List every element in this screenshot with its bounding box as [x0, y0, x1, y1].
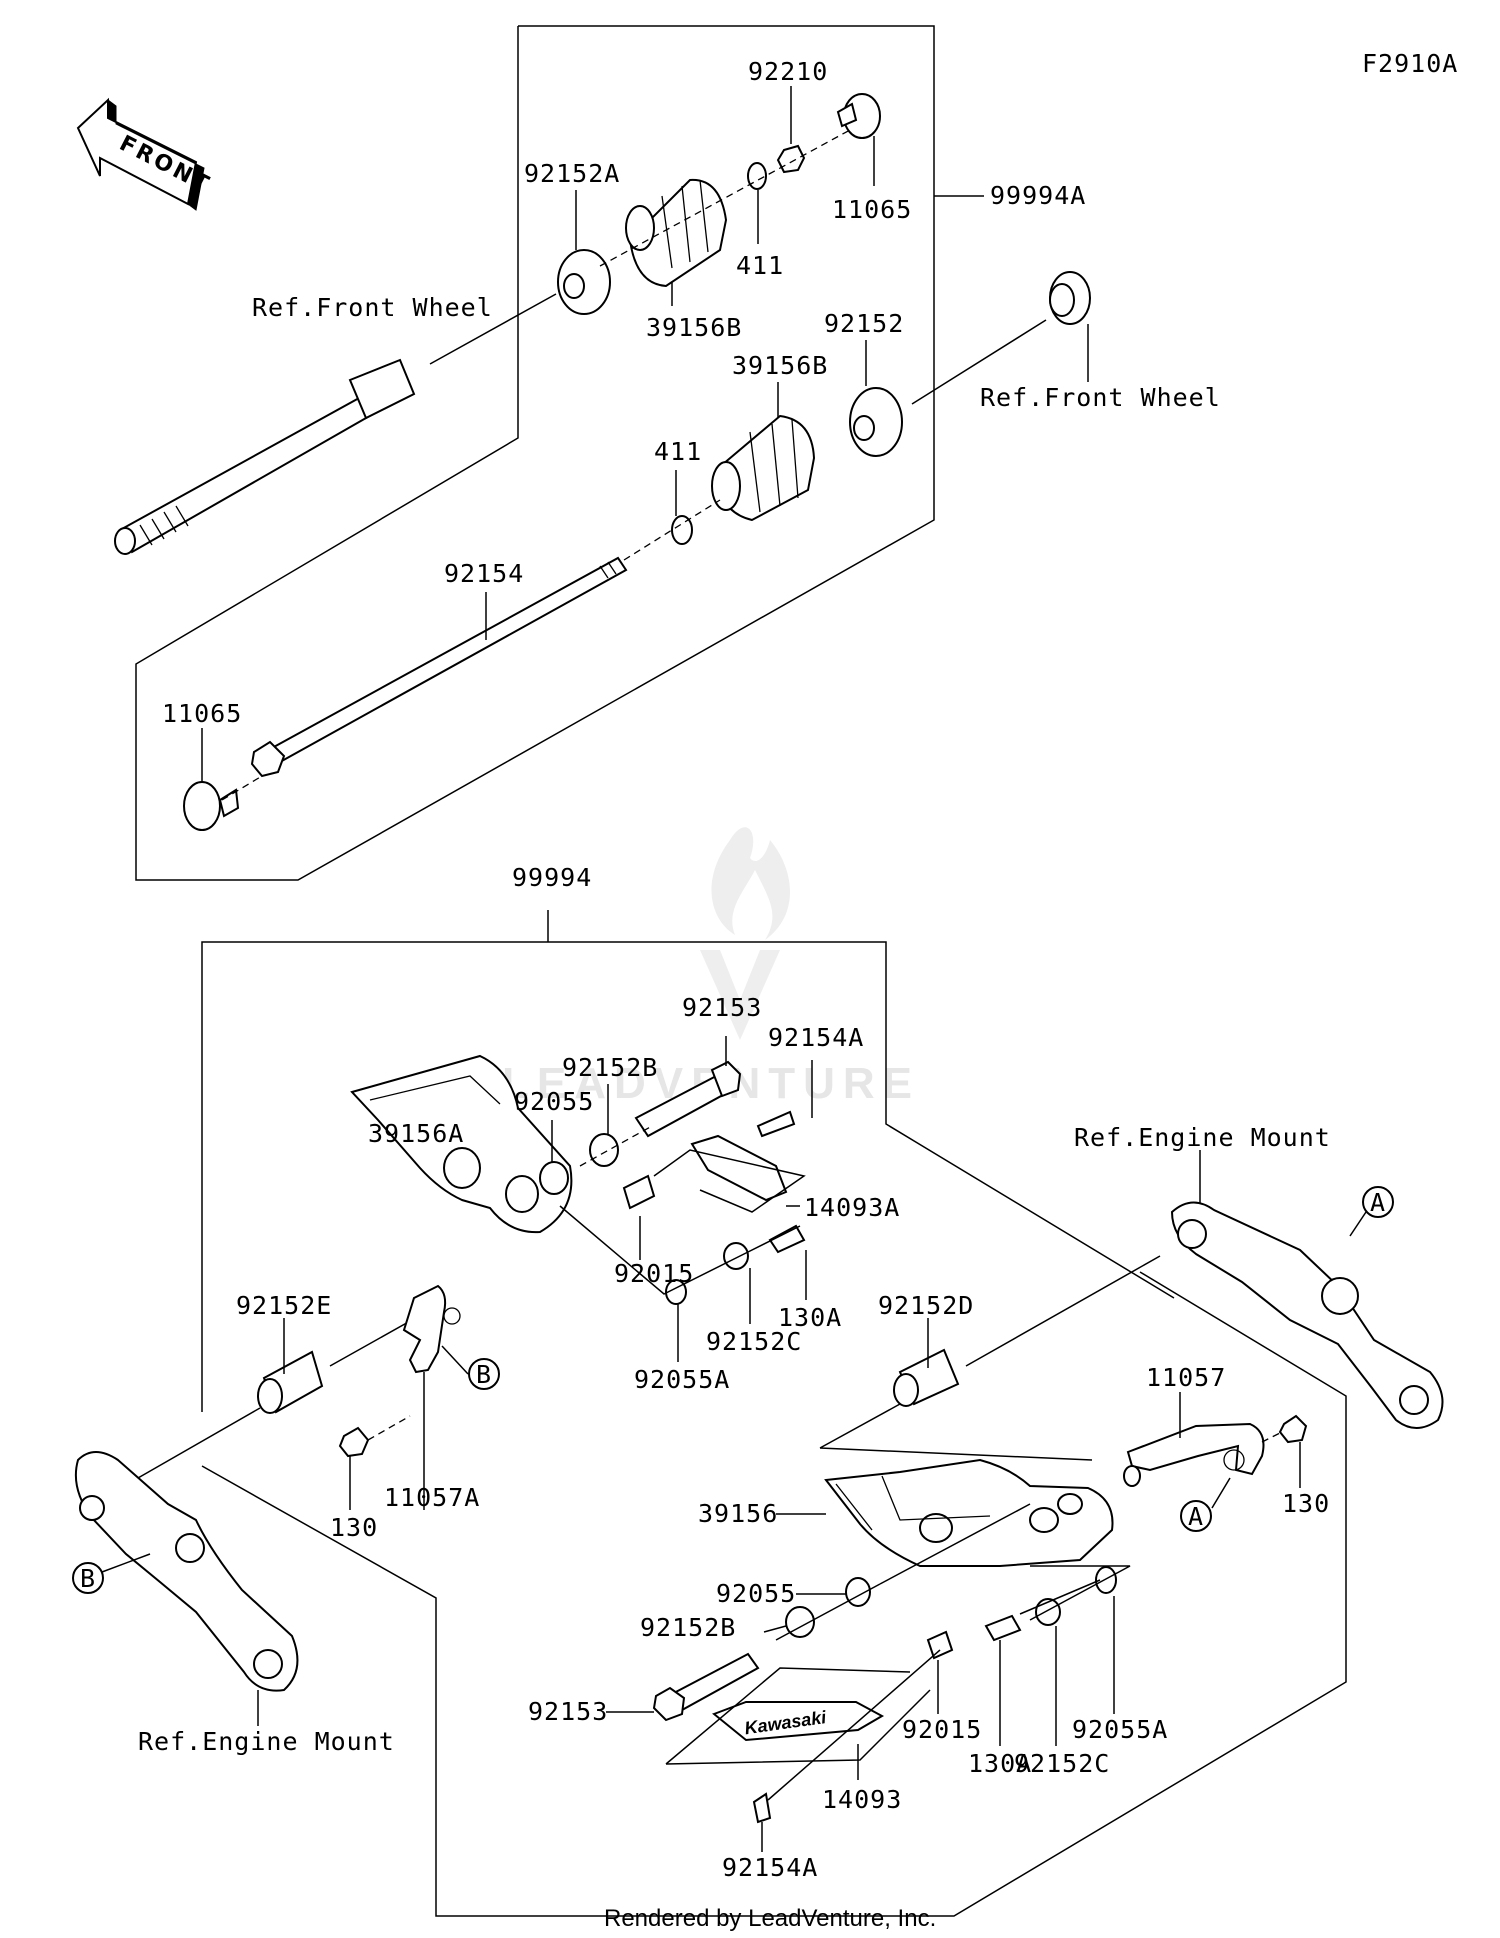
spacer-92152b-bottom: [785, 1606, 815, 1638]
bolt-130-left: [338, 1426, 370, 1458]
engine-mount-right: [1170, 1201, 1444, 1429]
slider-39156b-mid: [711, 414, 816, 522]
front-axle: [114, 293, 557, 555]
callout-92154a-bottom: 92154A: [722, 1853, 818, 1882]
collar-92015-bottom: [926, 1630, 954, 1660]
spacer-92152e: [257, 1350, 324, 1414]
callout-11065-left: 11065: [162, 699, 242, 728]
spacer-92152: [849, 387, 903, 457]
callout-92152e: 92152E: [236, 1291, 332, 1320]
boundary-99994a: [135, 25, 935, 881]
callout-11057: 11057: [1146, 1363, 1226, 1392]
spacer-92152b-top: [589, 1133, 619, 1167]
marker-b-top: B: [441, 1345, 500, 1390]
footer-credit: Rendered by LeadVenture, Inc.: [604, 1905, 936, 1932]
callout-130a-bottom: 130A: [968, 1749, 1032, 1778]
callout-39156b-mid: 39156B: [732, 351, 828, 380]
cap-11065-top: [836, 93, 881, 139]
engine-mount-left: [74, 1451, 299, 1692]
callout-130-right: 130: [1282, 1489, 1330, 1518]
plate-14093a: [690, 1134, 788, 1202]
callout-ref-front-wheel-left: Ref.Front Wheel: [252, 293, 493, 322]
svg-text:A: A: [1188, 1502, 1204, 1531]
callout-39156a: 39156A: [368, 1119, 464, 1148]
callout-ref-engine-mount-right: Ref.Engine Mount: [1074, 1123, 1331, 1152]
callout-92152d: 92152D: [878, 1291, 974, 1320]
callout-92154a-top: 92154A: [768, 1023, 864, 1052]
callout-92055a-top: 92055A: [634, 1365, 730, 1394]
callout-130-left: 130: [330, 1513, 378, 1542]
slider-39156b-top: [625, 178, 728, 288]
bolt-130a-bottom: [984, 1614, 1022, 1642]
bearing-ring: [1049, 271, 1091, 325]
callout-99994: 99994: [512, 863, 592, 892]
callout-92152a: 92152A: [524, 159, 620, 188]
callout-92015-top: 92015: [614, 1259, 694, 1288]
callout-92152b-top: 92152B: [562, 1053, 658, 1082]
svg-text:B: B: [80, 1564, 96, 1593]
boundary-99994-bottom: [201, 1271, 1347, 1917]
callout-92055-bottom: 92055: [716, 1579, 796, 1608]
bolt-92154: [250, 556, 628, 778]
callout-92153-bottom: 92153: [528, 1697, 608, 1726]
screw-92154a-top: [756, 1110, 796, 1138]
callout-ref-front-wheel-right: Ref.Front Wheel: [980, 383, 1221, 412]
callout-92015-bottom: 92015: [902, 1715, 982, 1744]
callout-ref-engine-mount-left: Ref.Engine Mount: [138, 1727, 395, 1756]
assembly-99994a: [114, 25, 1091, 881]
ring-92055a-bottom: [1095, 1566, 1117, 1594]
callout-92153-top: 92153: [682, 993, 762, 1022]
callout-labels: 92210 92152A 11065 99994A 411 39156B 921…: [138, 57, 1331, 1882]
callout-92152c-top: 92152C: [706, 1327, 802, 1356]
callout-92055a-bottom: 92055A: [1072, 1715, 1168, 1744]
spacer-92152c-top: [723, 1242, 749, 1270]
callout-11057a: 11057A: [384, 1483, 480, 1512]
front-arrow-icon: FRONT: [76, 97, 215, 211]
badge-plate-14093: Kawasaki: [712, 1701, 885, 1742]
callout-92152-top: 92152: [824, 309, 904, 338]
spacer-92152c-bottom: [1035, 1598, 1061, 1626]
bolt-130a-top: [768, 1224, 806, 1254]
callout-130a-top: 130A: [778, 1303, 842, 1332]
callout-92154: 92154: [444, 559, 524, 588]
svg-text:B: B: [476, 1360, 492, 1389]
screw-92154a-bottom: [752, 1792, 772, 1824]
callout-92152c-bottom: 92152C: [1014, 1749, 1110, 1778]
marker-a-right: A: [1349, 1186, 1394, 1237]
leader-lines: [201, 86, 1301, 1852]
callout-39156: 39156: [698, 1499, 778, 1528]
bracket-11057-hole: [1123, 1465, 1141, 1487]
callout-14093a: 14093A: [804, 1193, 900, 1222]
bolt-130-right: [1278, 1414, 1308, 1444]
ring-92055-top: [539, 1161, 569, 1195]
washer-411-mid: [671, 515, 693, 545]
spacer-92152d: [893, 1348, 960, 1407]
marker-a-mid: A: [1180, 1477, 1231, 1532]
callout-11065-top: 11065: [832, 195, 912, 224]
cap-11065-left: [183, 781, 240, 831]
callout-92152b-bottom: 92152B: [640, 1613, 736, 1642]
callout-411-top: 411: [736, 251, 784, 280]
figure-code: F2910A: [1362, 49, 1458, 78]
spacer-92152a: [557, 249, 611, 315]
slider-39156: [824, 1458, 1114, 1567]
assembly-99994: Kawasaki A A B: [72, 941, 1444, 1917]
callout-14093: 14093: [822, 1785, 902, 1814]
collar-92015-top: [622, 1174, 656, 1210]
bracket-11057a: [402, 1284, 461, 1374]
marker-b-left: B: [72, 1553, 151, 1594]
washer-411-top: [747, 162, 767, 190]
svg-text:A: A: [1370, 1188, 1386, 1217]
callout-411-mid: 411: [654, 437, 702, 466]
callout-92210: 92210: [748, 57, 828, 86]
nut-92210: [776, 144, 806, 174]
boundary-99994-left: [201, 941, 1175, 1412]
callout-99994a: 99994A: [990, 181, 1086, 210]
bracket-11057: [1126, 1422, 1265, 1476]
callout-39156b-top: 39156B: [646, 313, 742, 342]
bolt-92153-bottom: [652, 1652, 760, 1722]
slider-39156a: [350, 1054, 573, 1234]
callout-92055-top: 92055: [514, 1087, 594, 1116]
